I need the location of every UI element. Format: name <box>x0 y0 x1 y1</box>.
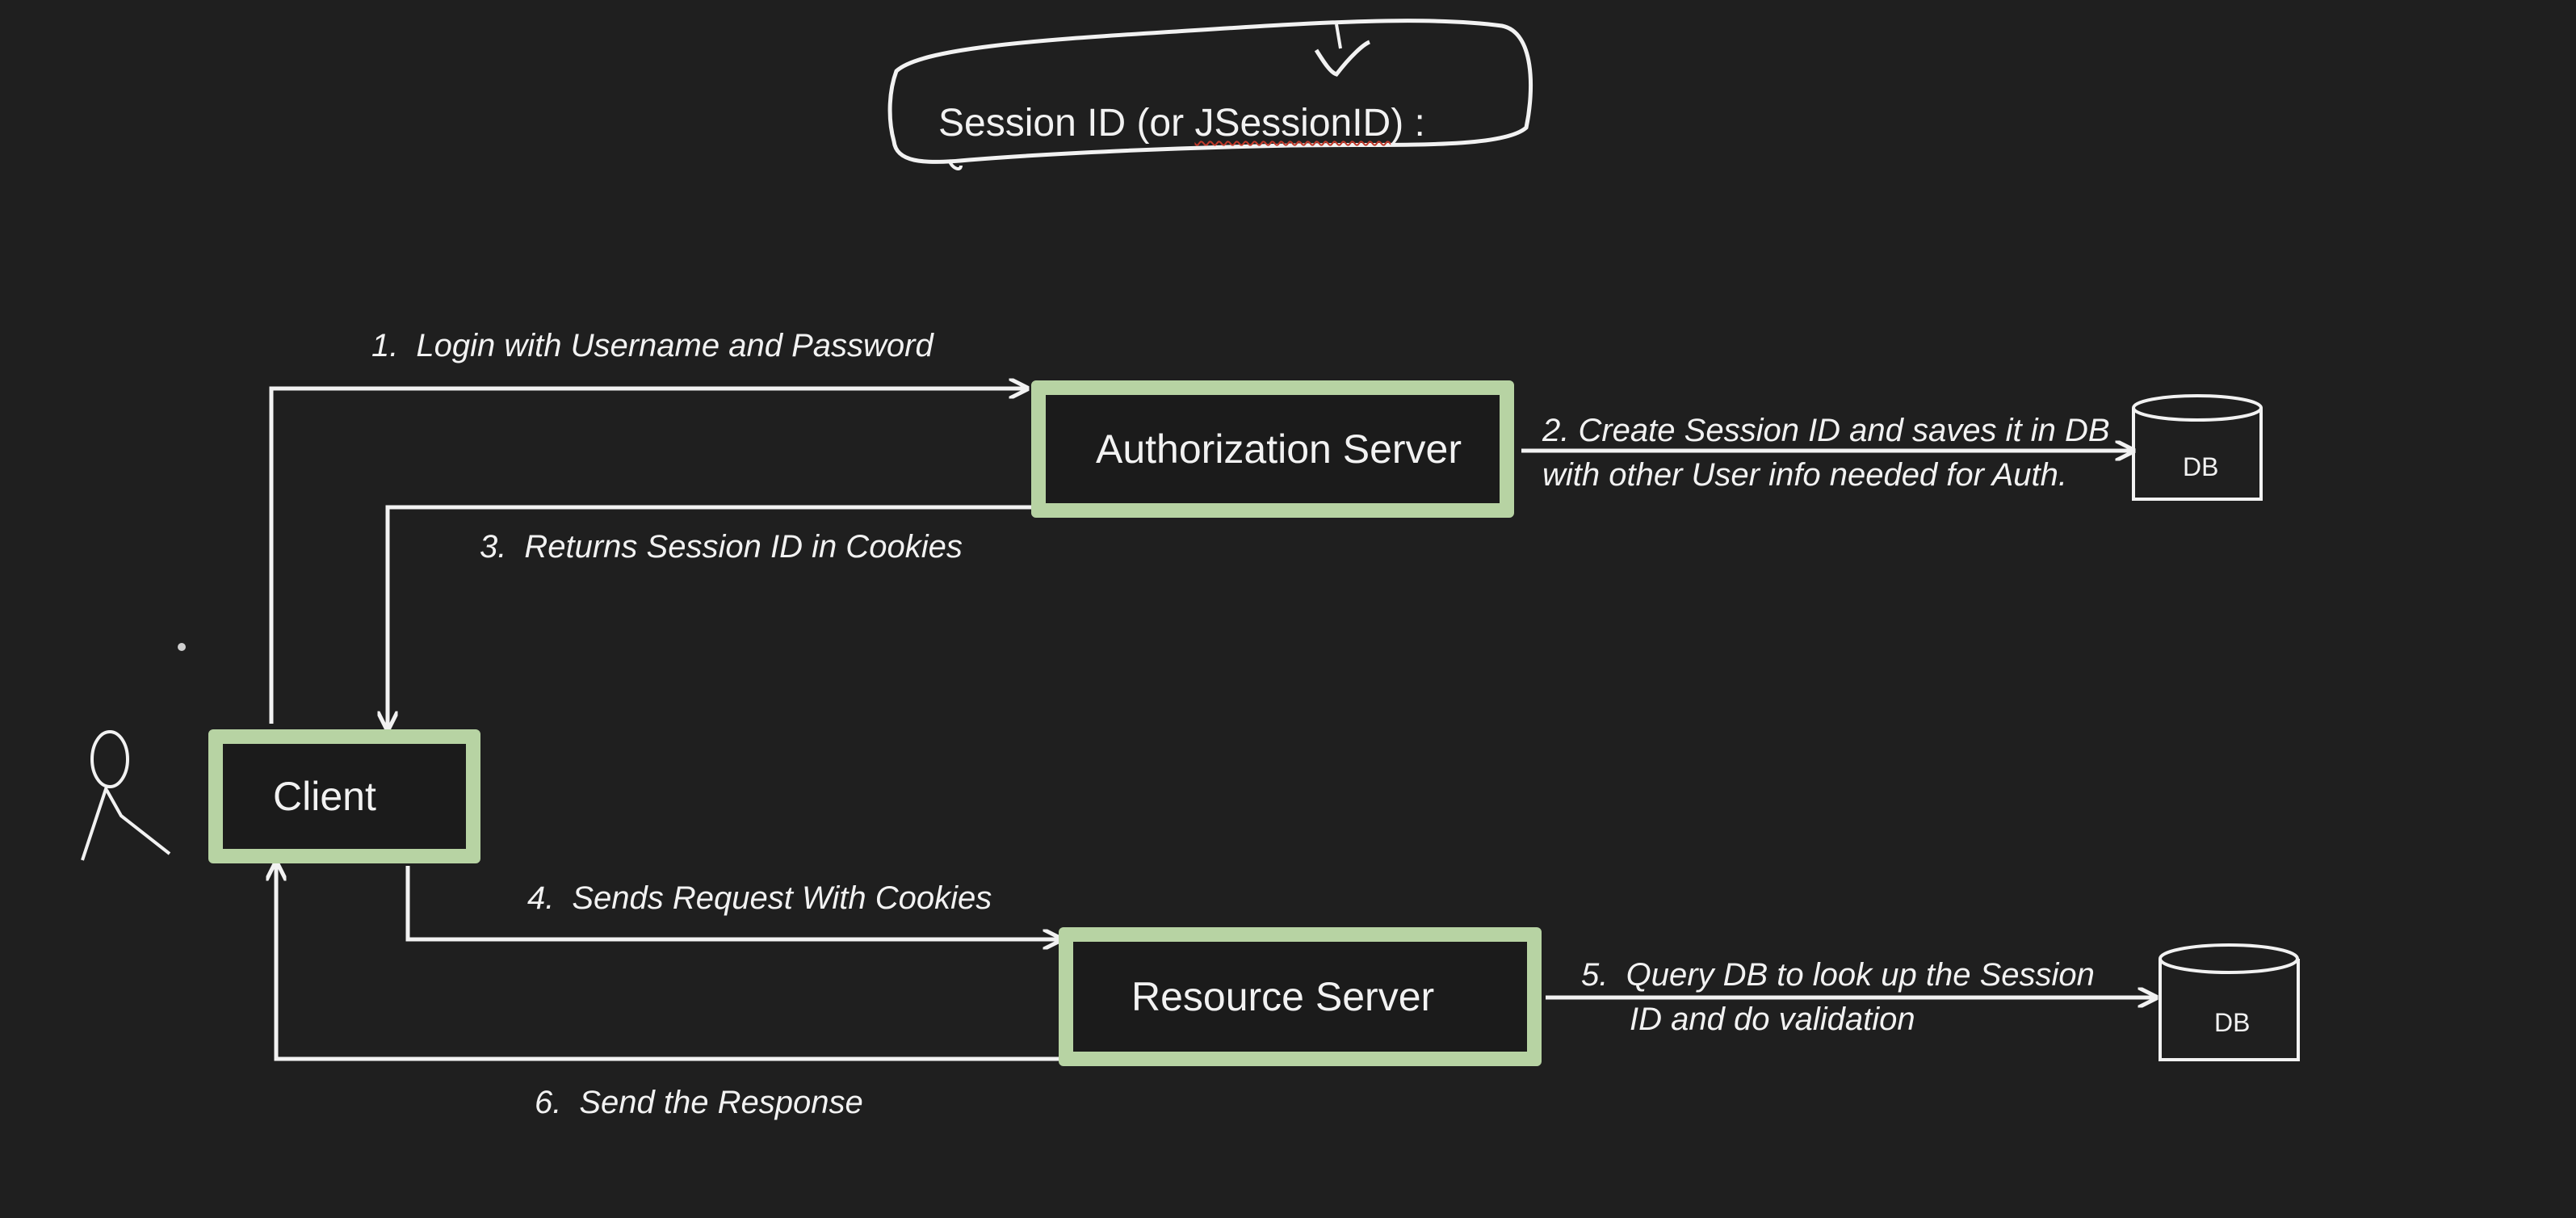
step-3-number: 3. <box>480 529 507 565</box>
arrow-send-response <box>276 863 1061 1061</box>
step-2-label: 2. Create Session ID and saves it in DB … <box>1542 409 2110 498</box>
title-jsessionid: JSessionID <box>1194 102 1391 145</box>
user-stick-figure-icon <box>81 730 171 861</box>
title-scribble-tail <box>947 159 963 170</box>
step-4-text: Sends Request With Cookies <box>572 880 992 916</box>
arrow-login <box>269 388 1027 724</box>
step-1-text: Login with Username and Password <box>416 328 933 363</box>
step-1-number: 1. <box>371 328 399 363</box>
title-prefix: Session ID (or <box>938 102 1195 145</box>
step-3-label: 3. Returns Session ID in Cookies <box>480 529 963 565</box>
database-2-label: DB <box>2214 1008 2251 1037</box>
step-2-line-1: 2. Create Session ID and saves it in DB <box>1542 413 2110 448</box>
database-1-label: DB <box>2183 452 2219 481</box>
step-6-text: Send the Response <box>579 1085 863 1120</box>
title-suffix: ) : <box>1391 102 1425 145</box>
step-6-number: 6. <box>535 1085 562 1120</box>
resource-server-label: Resource Server <box>1131 974 1435 1019</box>
step-5-line-1: 5. Query DB to look up the Session <box>1581 957 2095 993</box>
step-4-label: 4. Sends Request With Cookies <box>527 880 992 917</box>
checkmark-annotation <box>1314 40 1371 77</box>
client-label: Client <box>273 774 376 819</box>
page-title: Session ID (or JSessionID) : <box>938 95 1455 152</box>
arrow-sends-request <box>405 866 1061 939</box>
step-5-label: 5. Query DB to look up the Session ID an… <box>1581 953 2095 1042</box>
authorization-server-label: Authorization Server <box>1096 426 1462 472</box>
arrow-returns-session <box>388 505 1035 729</box>
checkmark-annotation-stroke <box>1335 23 1342 49</box>
stray-dot <box>178 643 186 651</box>
step-1-label: 1. Login with Username and Password <box>371 328 933 364</box>
step-6-label: 6. Send the Response <box>535 1085 863 1121</box>
database-icon-2 <box>2159 943 2300 1061</box>
client-box: Client <box>208 729 480 863</box>
title-scribble-annotation <box>887 19 1533 164</box>
authorization-server-box: Authorization Server <box>1031 380 1514 518</box>
resource-server-box: Resource Server <box>1059 927 1542 1066</box>
step-2-line-2: with other User info needed for Auth. <box>1542 457 2067 493</box>
database-icon-1 <box>2132 394 2263 501</box>
step-4-number: 4. <box>527 880 555 916</box>
step-3-text: Returns Session ID in Cookies <box>524 529 963 565</box>
step-5-line-2: ID and do validation <box>1630 1002 1915 1037</box>
